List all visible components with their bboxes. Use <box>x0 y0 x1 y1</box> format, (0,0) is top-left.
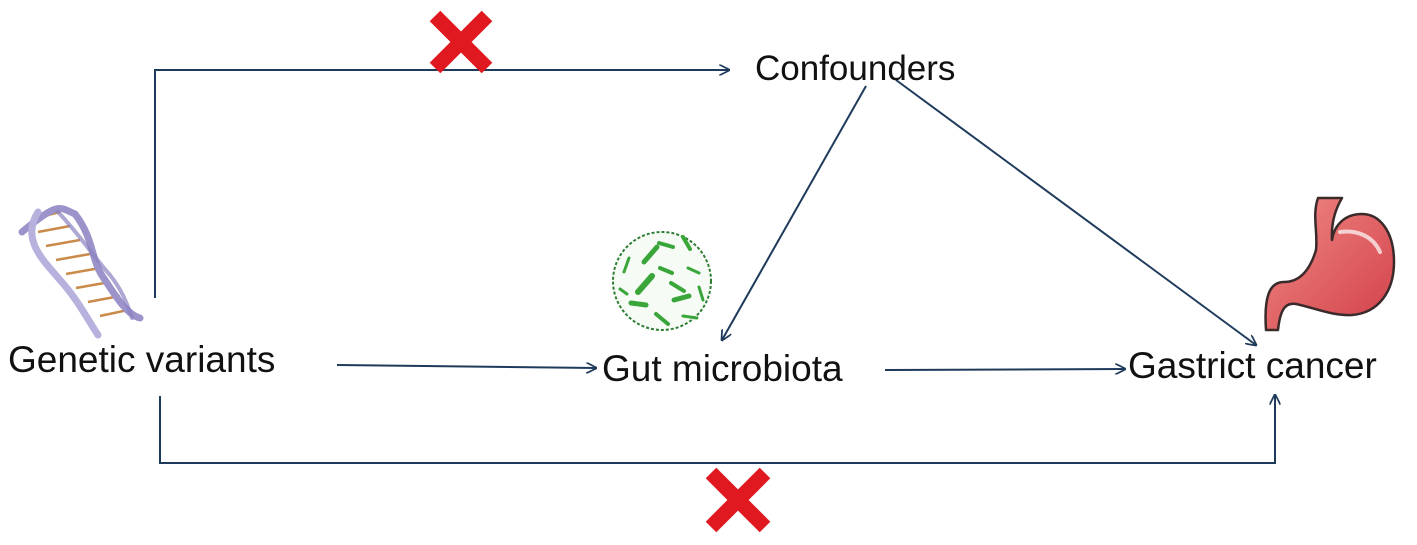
red-x-icon <box>705 467 771 533</box>
stomach-icon <box>1264 196 1396 332</box>
genetic-variants-label: Genetic variants <box>8 339 276 380</box>
confounders-label: Confounders <box>755 49 956 88</box>
arrow-confounders-to-gastric <box>895 79 1256 345</box>
arrow-genetic-to-gastric <box>159 395 1275 464</box>
arrow-genetic-to-gut <box>336 365 596 368</box>
red-x-icon <box>429 10 493 74</box>
arrow-confounders-to-gut <box>722 85 867 340</box>
gut-microbiota-label: Gut microbiota <box>602 348 843 389</box>
gastric-cancer-label: Gastrict cancer <box>1128 345 1377 386</box>
arrow-gut-to-gastric <box>884 369 1125 370</box>
dna-helix-icon <box>18 205 144 339</box>
bacteria-icon <box>612 231 712 331</box>
arrow-genetic-to-confounders <box>154 70 729 298</box>
